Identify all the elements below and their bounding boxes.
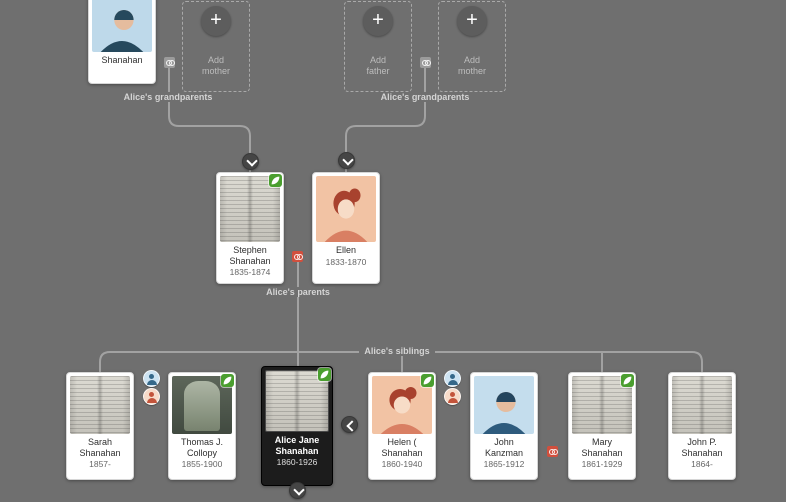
spouse-toggle-female-icon[interactable] — [143, 388, 160, 405]
person-name: John Kanzman — [484, 437, 524, 458]
plus-icon: + — [466, 9, 478, 31]
add-person-button[interactable]: + — [457, 6, 487, 36]
person-card-john-kanzman[interactable]: John Kanzman 1865-1912 — [470, 372, 538, 480]
add-father-placeholder[interactable]: + Add father — [344, 1, 412, 92]
plus-icon: + — [210, 9, 222, 31]
add-father-label: Add father — [366, 54, 390, 77]
chevron-down-icon — [292, 484, 305, 496]
person-card-mary-shanahan[interactable]: Mary Shanahan 1861-1929 — [568, 372, 636, 480]
parents-label: Alice's parents — [218, 287, 378, 297]
hint-leaf-icon[interactable] — [621, 374, 634, 387]
spouse-toggle-male-icon[interactable] — [444, 370, 461, 387]
person-card-sarah-shanahan[interactable]: Sarah Shanahan 1857- — [66, 372, 134, 480]
add-mother-label: Add mother — [201, 54, 230, 77]
person-card-alice-jane-shanahan[interactable]: Alice Jane Shanahan 1860-1926 — [261, 366, 333, 486]
person-lifespan: 1857- — [89, 459, 111, 470]
person-name: John P. Shanahan — [681, 437, 723, 458]
add-mother-placeholder[interactable]: + Add mother — [182, 1, 250, 92]
record-thumbnail — [70, 376, 130, 434]
spouse-connector-icon — [164, 57, 175, 68]
collapse-branch-button[interactable] — [338, 152, 355, 169]
chevron-down-icon — [245, 155, 258, 167]
hint-leaf-icon[interactable] — [221, 374, 234, 387]
person-card-shanahan[interactable]: Shanahan — [88, 0, 156, 84]
person-lifespan: 1860-1940 — [381, 459, 423, 470]
portrait-thumbnail — [474, 376, 534, 434]
hint-leaf-icon[interactable] — [421, 374, 434, 387]
marriage-connector-icon — [292, 251, 303, 262]
add-person-button[interactable]: + — [201, 6, 231, 36]
person-card-thomas-collopy[interactable]: Thomas J. Collopy 1855-1900 — [168, 372, 236, 480]
person-lifespan: 1864- — [691, 459, 713, 470]
person-card-ellen[interactable]: Ellen 1833-1870 — [312, 172, 380, 284]
portrait-thumbnail — [92, 0, 152, 52]
person-lifespan: 1860-1926 — [276, 457, 318, 468]
spouse-toggle-female-icon[interactable] — [444, 388, 461, 405]
person-lifespan: 1865-1912 — [483, 459, 525, 470]
grandparents-right-label: Alice's grandparents — [345, 92, 505, 102]
hint-leaf-icon[interactable] — [318, 368, 331, 381]
add-mother-label: Add mother — [457, 54, 486, 77]
marriage-connector-icon — [547, 446, 558, 457]
spouse-toggle-male-icon[interactable] — [143, 370, 160, 387]
spouse-connector-icon — [420, 57, 431, 68]
gravestone-thumbnail — [172, 376, 232, 434]
person-name: Shanahan — [101, 55, 143, 65]
person-name: Stephen Shanahan — [229, 245, 271, 266]
female-avatar-icon — [316, 176, 376, 242]
siblings-label: Alice's siblings — [317, 346, 477, 356]
record-thumbnail — [672, 376, 732, 434]
portrait-thumbnail — [316, 176, 376, 242]
record-thumbnail — [265, 370, 329, 432]
person-name: Sarah Shanahan — [79, 437, 121, 458]
person-card-stephen-shanahan[interactable]: Stephen Shanahan 1835-1874 — [216, 172, 284, 284]
chevron-down-icon — [341, 154, 354, 166]
person-lifespan: 1861-1929 — [581, 459, 623, 470]
record-thumbnail — [220, 176, 280, 242]
grandparents-left-label: Alice's grandparents — [88, 92, 248, 102]
chevron-left-icon — [345, 419, 358, 432]
expand-children-button[interactable] — [289, 482, 306, 499]
add-mother-placeholder[interactable]: + Add mother — [438, 1, 506, 92]
person-lifespan: 1833-1870 — [325, 256, 367, 267]
male-avatar-icon — [474, 376, 534, 434]
person-name: Alice Jane Shanahan — [274, 435, 320, 456]
person-name: Ellen — [335, 245, 356, 255]
male-avatar-icon — [92, 0, 152, 52]
person-lifespan: 1835-1874 — [229, 267, 271, 278]
plus-icon: + — [372, 9, 384, 31]
hint-leaf-icon[interactable] — [269, 174, 282, 187]
person-name: Thomas J. Collopy — [180, 437, 223, 458]
add-person-button[interactable]: + — [363, 6, 393, 36]
person-card-john-p-shanahan[interactable]: John P. Shanahan 1864- — [668, 372, 736, 480]
person-lifespan: 1855-1900 — [181, 459, 223, 470]
scroll-left-button[interactable] — [341, 416, 358, 433]
person-card-helen-shanahan[interactable]: Helen ( Shanahan 1860-1940 — [368, 372, 436, 480]
person-name: Helen ( Shanahan — [381, 437, 423, 458]
person-name: Mary Shanahan — [581, 437, 623, 458]
collapse-branch-button[interactable] — [242, 153, 259, 170]
